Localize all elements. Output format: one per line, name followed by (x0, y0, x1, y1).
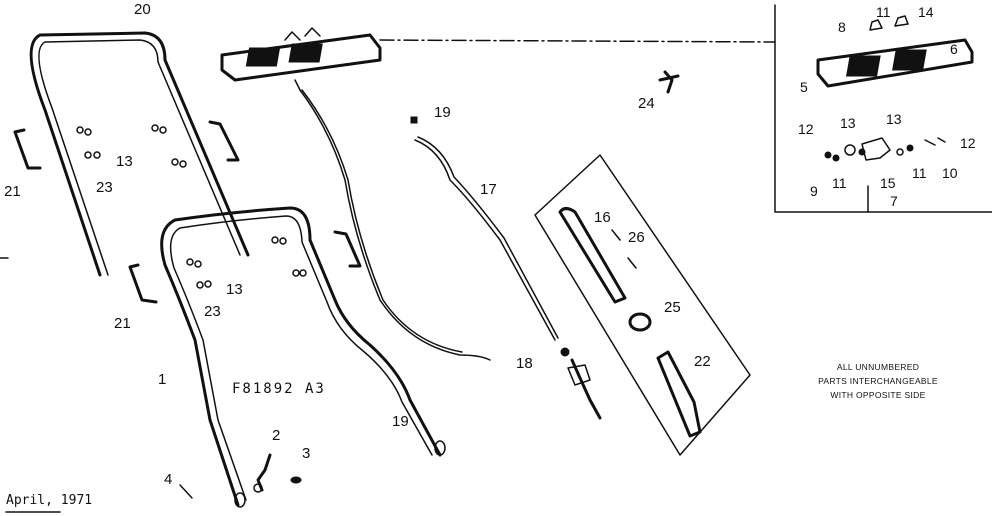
callout-3: 3 (302, 445, 310, 462)
control-panel-assembly (220, 27, 382, 91)
callout-9: 9 (810, 183, 818, 199)
callout-12-left: 12 (798, 121, 814, 137)
bracket-part-21-upper (13, 120, 240, 170)
callout-23-upper: 23 (96, 179, 113, 196)
callout-13-inset-right: 13 (886, 111, 902, 127)
callout-5: 5 (800, 79, 808, 95)
callout-14: 14 (918, 4, 934, 20)
callout-19-upper: 19 (434, 104, 451, 121)
callout-8: 8 (838, 19, 846, 35)
callout-4: 4 (164, 471, 172, 488)
callout-17: 17 (480, 181, 497, 198)
upper-handle-part-20 (29, 31, 250, 277)
callout-7: 7 (890, 193, 898, 209)
callout-2: 2 (272, 427, 280, 444)
callout-24: 24 (638, 95, 655, 112)
note-line-3: WITH OPPOSITE SIDE (830, 390, 925, 400)
note-line-1: ALL UNNUMBERED (837, 362, 919, 372)
callout-10: 10 (942, 165, 958, 181)
callout-13-inset-left: 13 (840, 115, 856, 131)
bracket-part-21-lower (128, 230, 362, 304)
callout-23-lower: 23 (204, 303, 221, 320)
clip-part-24 (658, 70, 680, 94)
callout-16: 16 (594, 209, 611, 226)
callout-11-top: 11 (876, 4, 891, 20)
model-code: F81892 A3 (232, 381, 326, 397)
hardware-parts-2-3-4 (179, 453, 302, 499)
callout-22: 22 (694, 353, 711, 370)
callout-13-lower: 13 (226, 281, 243, 298)
inset-detail-box (774, 4, 992, 213)
lever-assembly-part-18 (560, 347, 602, 420)
lower-handle-part-1 (160, 206, 446, 508)
control-cable (299, 89, 491, 361)
callout-20: 20 (134, 1, 151, 18)
callout-21-upper: 21 (4, 183, 21, 200)
note-line-2: PARTS INTERCHANGEABLE (818, 376, 938, 386)
callout-1: 1 (158, 371, 166, 388)
callout-15: 15 (880, 175, 896, 191)
callout-11-inset-right: 11 (912, 165, 927, 181)
callout-26: 26 (628, 229, 645, 246)
callout-21-lower: 21 (114, 315, 131, 332)
callout-13-upper: 13 (116, 153, 133, 170)
rod-part-17 (410, 116, 559, 341)
callout-6: 6 (950, 41, 958, 57)
drawing-date: April, 1971 (6, 493, 92, 508)
callout-11-inset-left: 11 (832, 175, 847, 191)
callout-12-right: 12 (960, 135, 976, 151)
callout-18: 18 (516, 355, 533, 372)
detail-panel-box (534, 154, 751, 456)
callout-19-lower: 19 (392, 413, 409, 430)
callout-25: 25 (664, 299, 681, 316)
